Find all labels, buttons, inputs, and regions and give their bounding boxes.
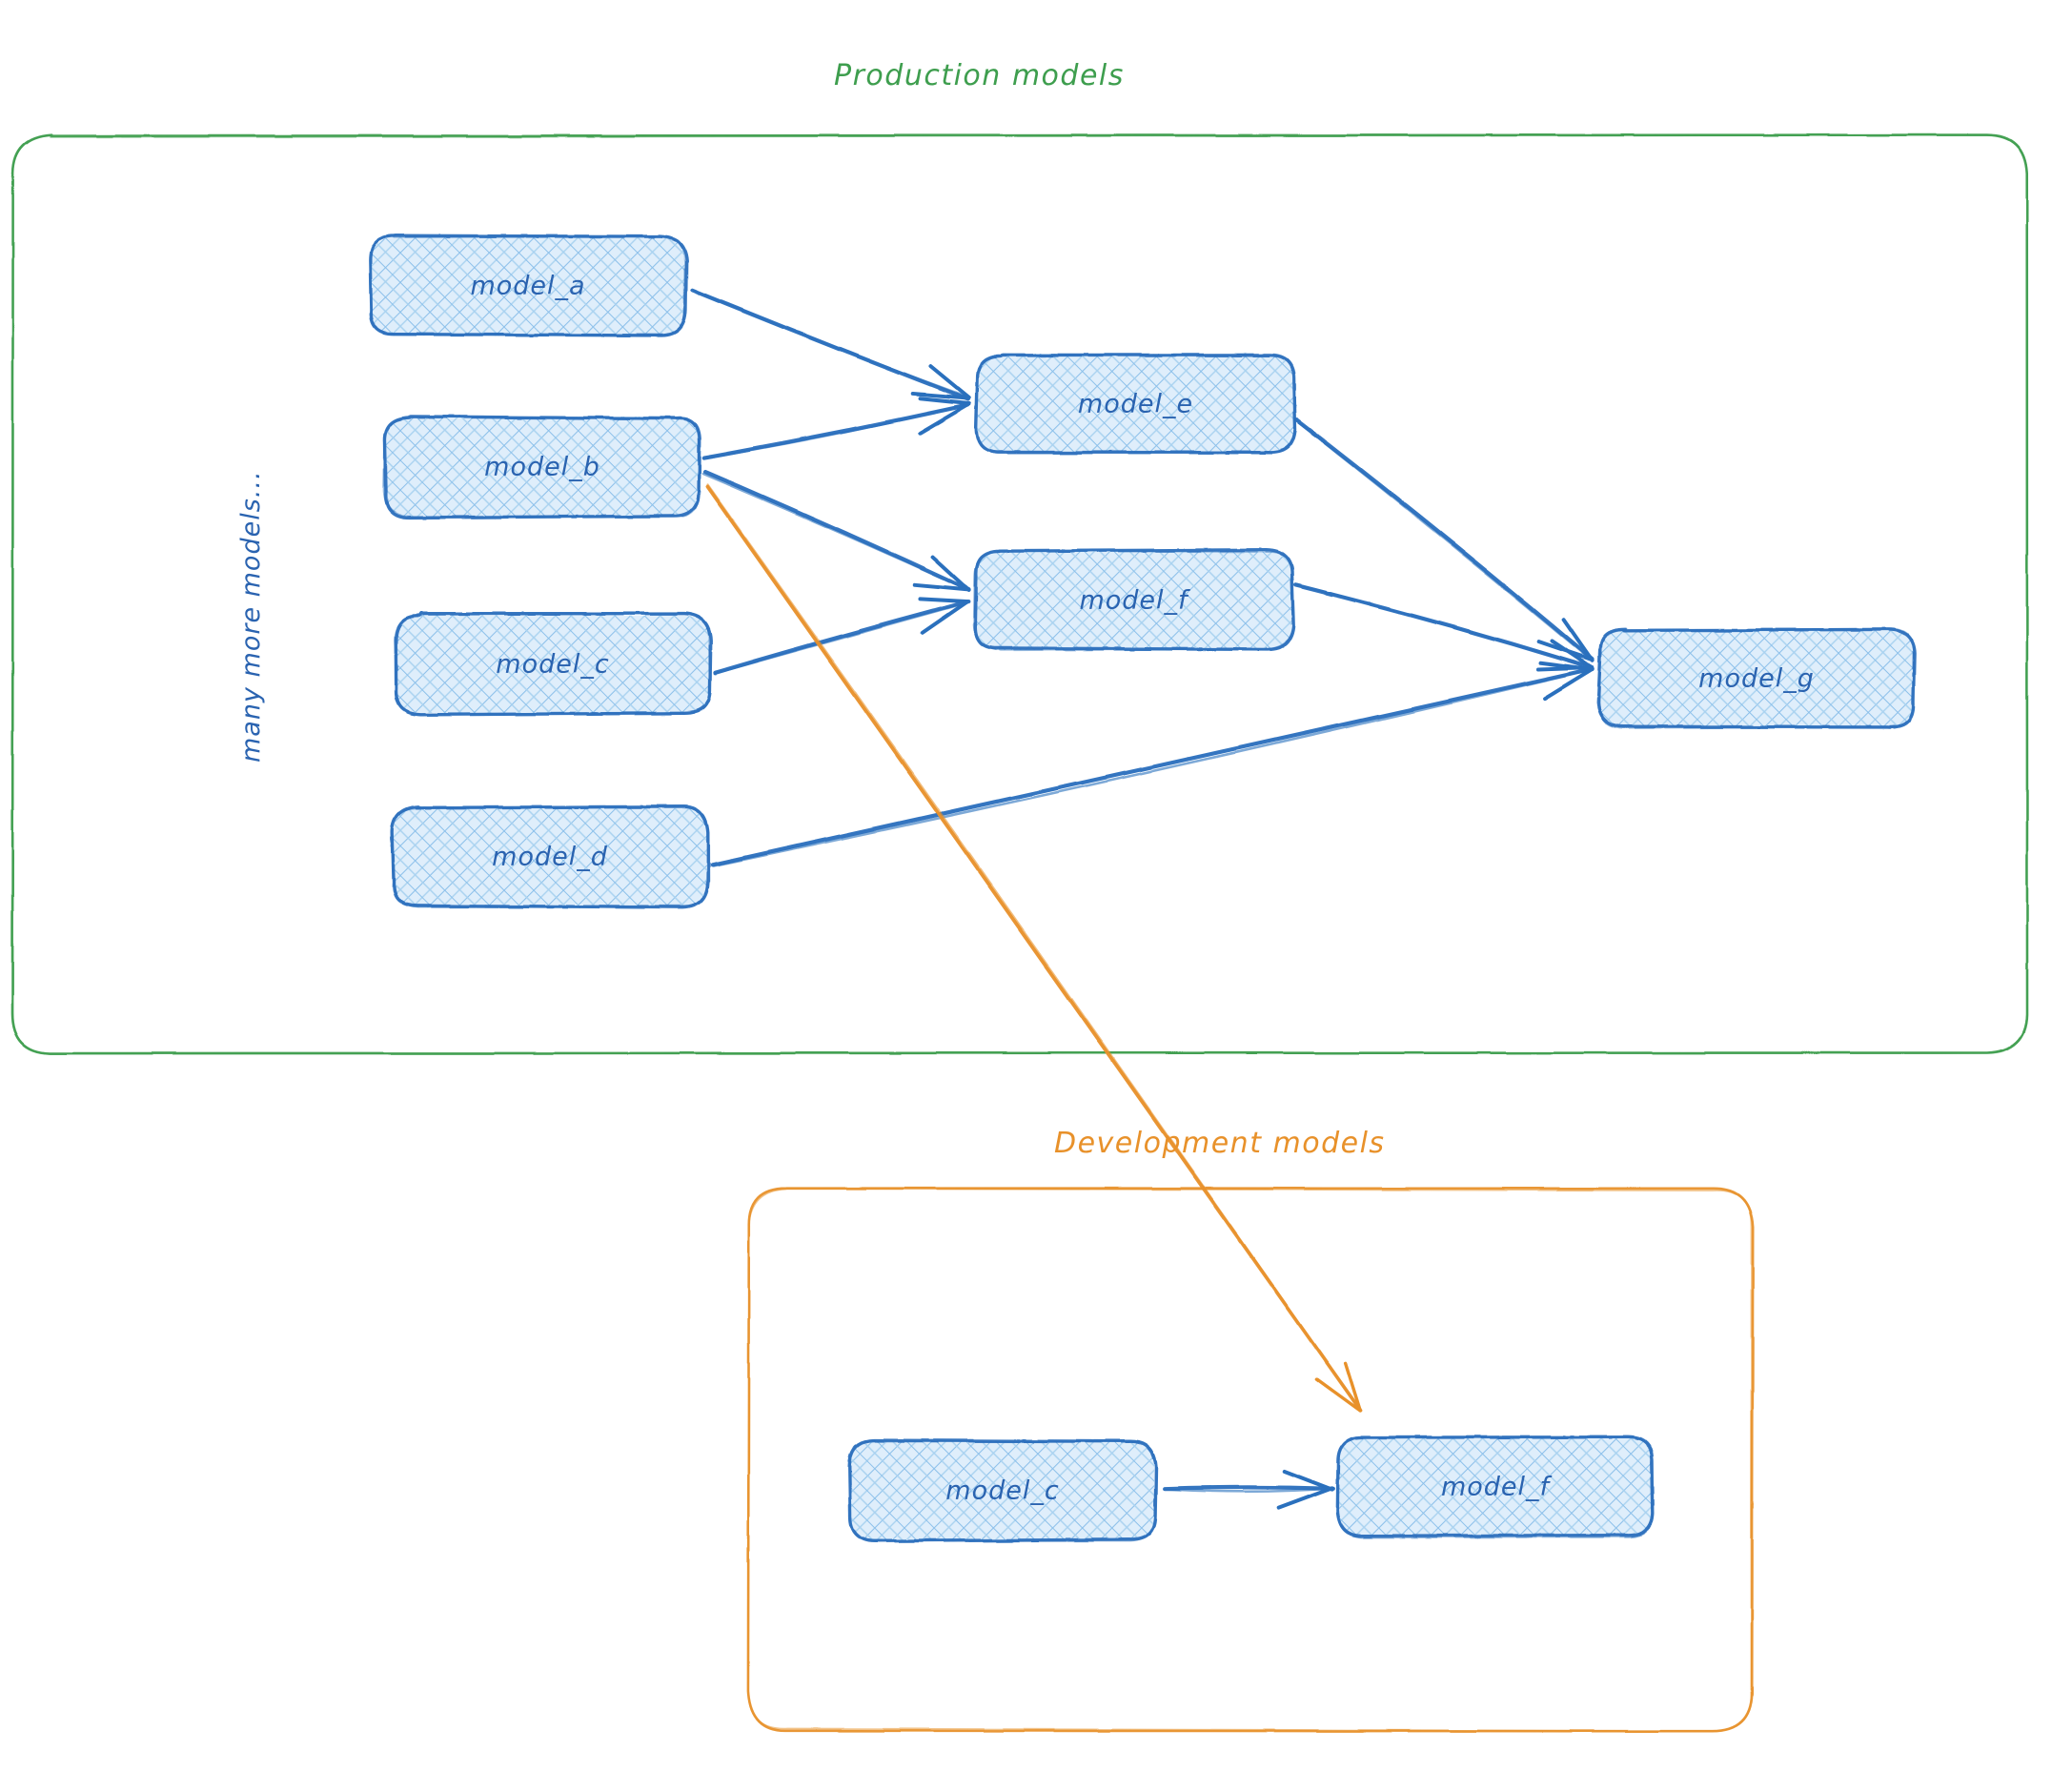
node-border	[394, 611, 713, 717]
group-container-production	[10, 133, 2029, 1055]
node-model_c_prod[interactable]	[394, 611, 713, 717]
nodes	[368, 234, 1917, 1543]
node-model_c_dev[interactable]	[847, 1438, 1158, 1543]
node-fill	[371, 236, 685, 336]
node-fill	[395, 614, 710, 715]
edge-b-to-e	[701, 397, 971, 460]
node-model_f_dev[interactable]	[1335, 1435, 1656, 1538]
node-fill	[850, 1440, 1155, 1540]
edge-b-to-fdev	[705, 483, 1363, 1414]
edge-a-to-e	[689, 288, 971, 402]
edge-f-to-g	[1293, 582, 1595, 672]
node-border	[972, 547, 1295, 652]
node-border	[1335, 1435, 1656, 1538]
edge-c-to-f	[712, 597, 971, 675]
node-model_g_prod[interactable]	[1596, 627, 1917, 730]
node-border	[1596, 627, 1917, 730]
node-model_b_prod[interactable]	[382, 415, 701, 519]
node-border	[390, 804, 710, 909]
node-border	[974, 353, 1297, 455]
node-border	[847, 1438, 1158, 1543]
node-fill	[974, 551, 1292, 651]
edge-cdev-to-fdev	[1163, 1469, 1335, 1511]
edge-e-to-g	[1294, 417, 1595, 662]
node-model_e_prod[interactable]	[974, 353, 1297, 455]
node-fill	[1337, 1436, 1654, 1537]
node-model_a_prod[interactable]	[368, 234, 688, 337]
node-model_d_prod[interactable]	[390, 804, 710, 909]
node-fill	[393, 805, 708, 908]
node-border	[382, 415, 701, 519]
node-model_f_prod[interactable]	[972, 547, 1295, 652]
node-fill	[977, 353, 1295, 454]
group-container-development	[746, 1187, 1755, 1733]
node-border	[368, 234, 688, 337]
group-containers	[10, 133, 2029, 1733]
node-fill	[1599, 629, 1914, 728]
edges	[689, 288, 1595, 1511]
node-fill	[384, 416, 701, 518]
edge-b-to-f	[701, 469, 971, 592]
edge-d-to-g	[710, 661, 1595, 867]
